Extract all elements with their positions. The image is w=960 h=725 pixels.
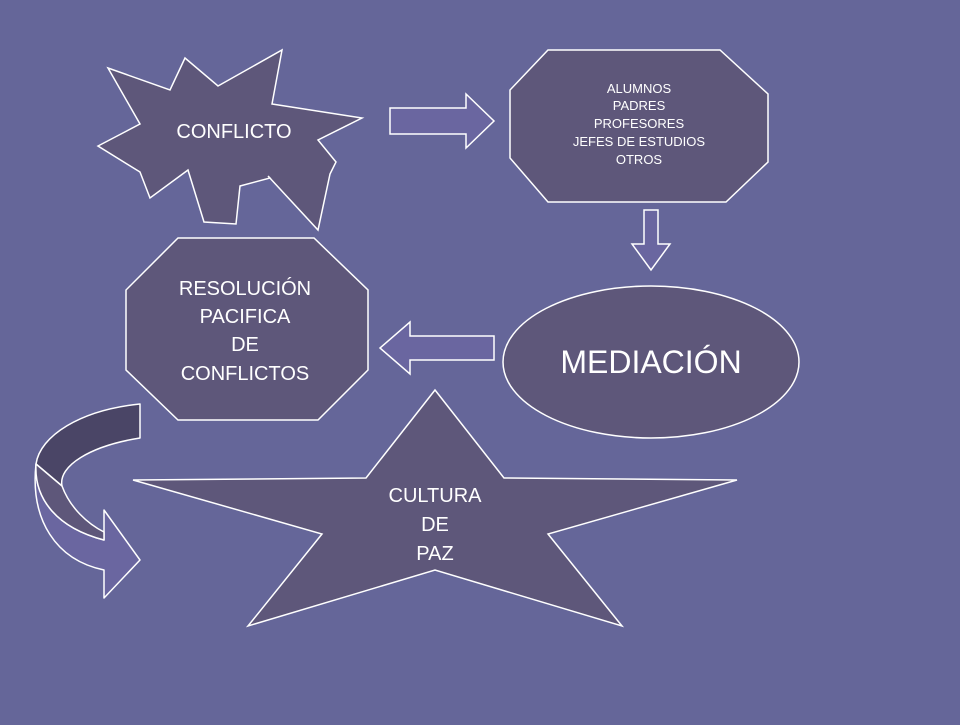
arrow-left-to-resolucion — [378, 320, 495, 376]
conflicto-burst-shape — [96, 48, 365, 232]
cultura-node: CULTURA DE PAZ — [132, 388, 738, 628]
curved-arrow-to-cultura — [34, 403, 141, 599]
conflicto-label: CONFLICTO — [176, 121, 291, 143]
participant-line: PROFESORES — [594, 116, 685, 131]
cultura-line: CULTURA — [389, 485, 483, 507]
resolucion-line: PACIFICA — [200, 306, 291, 328]
curved-arrow-front — [35, 463, 105, 541]
mediacion-label: MEDIACIÓN — [560, 344, 741, 380]
resolucion-line: DE — [231, 334, 259, 356]
participant-line: OTROS — [616, 152, 663, 167]
mediacion-node: MEDIACIÓN — [502, 285, 800, 439]
resolucion-line: CONFLICTOS — [181, 363, 310, 385]
arrow-down-to-mediacion — [630, 209, 672, 272]
participants-octagon-shape — [509, 49, 769, 203]
resolucion-line: RESOLUCIÓN — [179, 277, 311, 300]
participant-line: PADRES — [613, 98, 666, 113]
cultura-line: PAZ — [416, 543, 453, 565]
resolucion-node: RESOLUCIÓN PACIFICA DE CONFLICTOS — [125, 237, 369, 421]
mediacion-ellipse-shape — [502, 285, 800, 439]
participant-line: JEFES DE ESTUDIOS — [573, 134, 706, 149]
arrow-right-to-participants — [389, 92, 496, 150]
participant-line: ALUMNOS — [607, 81, 672, 96]
cultura-star-shape — [132, 388, 738, 628]
participants-node: ALUMNOS PADRES PROFESORES JEFES DE ESTUD… — [509, 49, 769, 203]
resolucion-octagon-shape — [125, 237, 369, 421]
conflicto-node: CONFLICTO — [96, 48, 365, 232]
curved-arrow-inner-face — [35, 403, 141, 487]
cultura-line: DE — [421, 514, 449, 536]
